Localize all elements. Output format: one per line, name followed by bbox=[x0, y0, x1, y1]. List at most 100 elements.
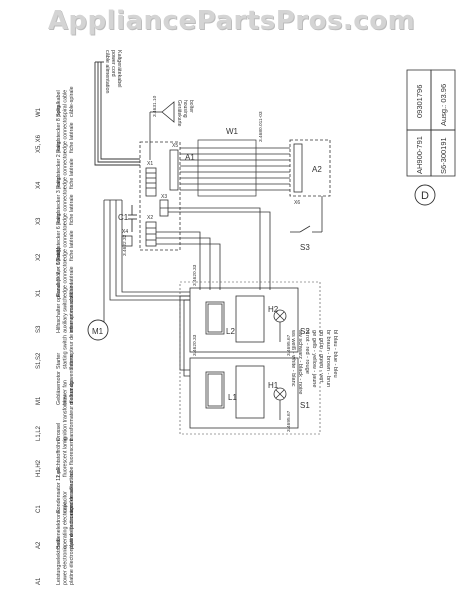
l2-part-code: 3.4620.33 bbox=[192, 264, 198, 286]
legend-code: H1,H2 bbox=[36, 459, 42, 477]
power-cord-label: power cord bbox=[110, 50, 116, 77]
label-x5: X5 bbox=[172, 143, 178, 149]
legend-code: X4 bbox=[36, 181, 42, 189]
power-board bbox=[139, 141, 181, 251]
legend-text: power electronic bbox=[63, 545, 69, 585]
legend-code: C1 bbox=[36, 505, 42, 513]
title-issue: Ausg.: 03.96 bbox=[439, 84, 448, 126]
legend-code: X1 bbox=[36, 289, 42, 297]
label-s1: S1 bbox=[300, 401, 310, 410]
title-part-number: S6-300191 bbox=[439, 137, 448, 174]
legend-text: capacitor bbox=[63, 491, 69, 513]
legend-text: operating electronic bbox=[63, 502, 69, 549]
l1-part-code: 3.4620.33 bbox=[192, 334, 198, 356]
legend-text: fiche latérale bbox=[69, 230, 75, 261]
legend-text: Leistungselektronik bbox=[56, 539, 62, 585]
legend-code: A2 bbox=[36, 541, 42, 549]
legend-text: Randstecker 6 polig bbox=[56, 213, 62, 261]
power-cord bbox=[94, 61, 140, 166]
legend-text: fiche latérale bbox=[69, 158, 75, 189]
legend-text: edge connector bbox=[63, 188, 69, 225]
legend-text: condensateur bbox=[69, 480, 75, 513]
label-x6: X6 bbox=[294, 200, 300, 206]
legend-text: blower fan bbox=[63, 380, 69, 405]
legend-code: W1 bbox=[36, 107, 42, 117]
label-a1: A1 bbox=[185, 153, 195, 162]
legend-text: edge connector bbox=[63, 152, 69, 189]
legend-text: spiral cable bbox=[63, 90, 69, 117]
legend-code: X3 bbox=[36, 217, 42, 225]
legend-text: platine électronique de puissance bbox=[69, 505, 75, 585]
legend-text: fiche latérale bbox=[69, 194, 75, 225]
label-l1: L1 bbox=[228, 393, 237, 402]
lamp-circuit-2 bbox=[189, 287, 299, 353]
housing-note: Gerätekarte bbox=[176, 100, 182, 127]
sheet-letter-circle bbox=[414, 184, 436, 206]
operating-board bbox=[289, 139, 331, 197]
legend-text: fluorescent lamp bbox=[63, 437, 69, 477]
lamp-wiring bbox=[103, 199, 271, 322]
title-doc-number: 09301796 bbox=[415, 85, 424, 118]
c1-part-code: 3.4622.32 bbox=[122, 234, 128, 256]
legend-text: ignition transformer bbox=[63, 395, 69, 441]
power-cord-label: Kaltgerätekabel bbox=[116, 50, 122, 87]
legend-code: X5, X6 bbox=[36, 134, 42, 153]
label-l2: L2 bbox=[226, 327, 235, 336]
legend-text: moteur du ventilateur bbox=[69, 354, 75, 405]
h2-part-code: 3.4695.67 bbox=[286, 334, 292, 356]
legend-code: X2 bbox=[36, 253, 42, 261]
color-key-line: gn grün - green - vert bbox=[318, 330, 324, 383]
title-block bbox=[406, 69, 456, 177]
capacitor-c1-symbol bbox=[128, 205, 137, 232]
legend-text: Drossel bbox=[56, 423, 62, 441]
legend-text: edge connector bbox=[63, 224, 69, 261]
h1-part-code: 3.4695.67 bbox=[286, 410, 292, 432]
color-key: bl blau - blue - bleu br braun - brown -… bbox=[290, 329, 338, 394]
legend-code: L1,L2 bbox=[36, 425, 42, 441]
legend-code: S3 bbox=[36, 325, 42, 333]
legend-text: interrupteur de mise en marche bbox=[69, 294, 75, 369]
legend-text: auxiliary switch bbox=[63, 297, 69, 333]
color-key-line: bl blau - blue - bleu bbox=[332, 330, 338, 378]
legend-text: transformateur d'allumage bbox=[69, 379, 75, 441]
legend-item: S3 Hilfsschalter optional (9 V, < 10 mA)a… bbox=[36, 247, 75, 333]
housing-symbol bbox=[149, 101, 175, 160]
blower-motor-symbol bbox=[87, 319, 109, 341]
legend-text: interrupteur auxiliaire bbox=[69, 283, 75, 333]
legend-text: Randstecker 6 polig bbox=[56, 249, 62, 297]
legend-text: Hilfsschalter optional (9 V, < 10 mA) bbox=[56, 247, 62, 333]
label-a2: A2 bbox=[312, 165, 322, 174]
legend-code: M1 bbox=[36, 396, 42, 405]
spiral-cable bbox=[180, 139, 290, 197]
legend-text: Kondensator 12 µF bbox=[56, 466, 62, 513]
legend-text: fiche latérale bbox=[69, 122, 75, 153]
sheet-letter: D bbox=[421, 190, 429, 202]
power-cord-label: câble alimentation bbox=[104, 50, 110, 93]
label-x2: X2 bbox=[147, 215, 153, 221]
color-key-line: rt rot - red - rouge bbox=[304, 330, 310, 374]
legend-text: tube fluorescent bbox=[69, 438, 75, 477]
legend-text: starting switch bbox=[63, 335, 69, 369]
label-m1: M1 bbox=[92, 327, 104, 336]
legend-text: câble-spirale bbox=[69, 86, 75, 117]
legend-text: Randstecker 3 polig bbox=[56, 177, 62, 225]
legend-text: edge connector bbox=[63, 260, 69, 297]
label-s3: S3 bbox=[300, 243, 310, 252]
legend-text: Randstecker 8 polig bbox=[56, 105, 62, 153]
legend-text: edge connector bbox=[63, 116, 69, 153]
label-w1: W1 bbox=[226, 127, 239, 136]
watermark: AppliancePartsPros.com bbox=[47, 6, 416, 36]
label-s2: S2 bbox=[300, 327, 310, 336]
legend-text: Gebläsemotor bbox=[56, 371, 62, 405]
lamp-section-frame bbox=[179, 281, 321, 435]
